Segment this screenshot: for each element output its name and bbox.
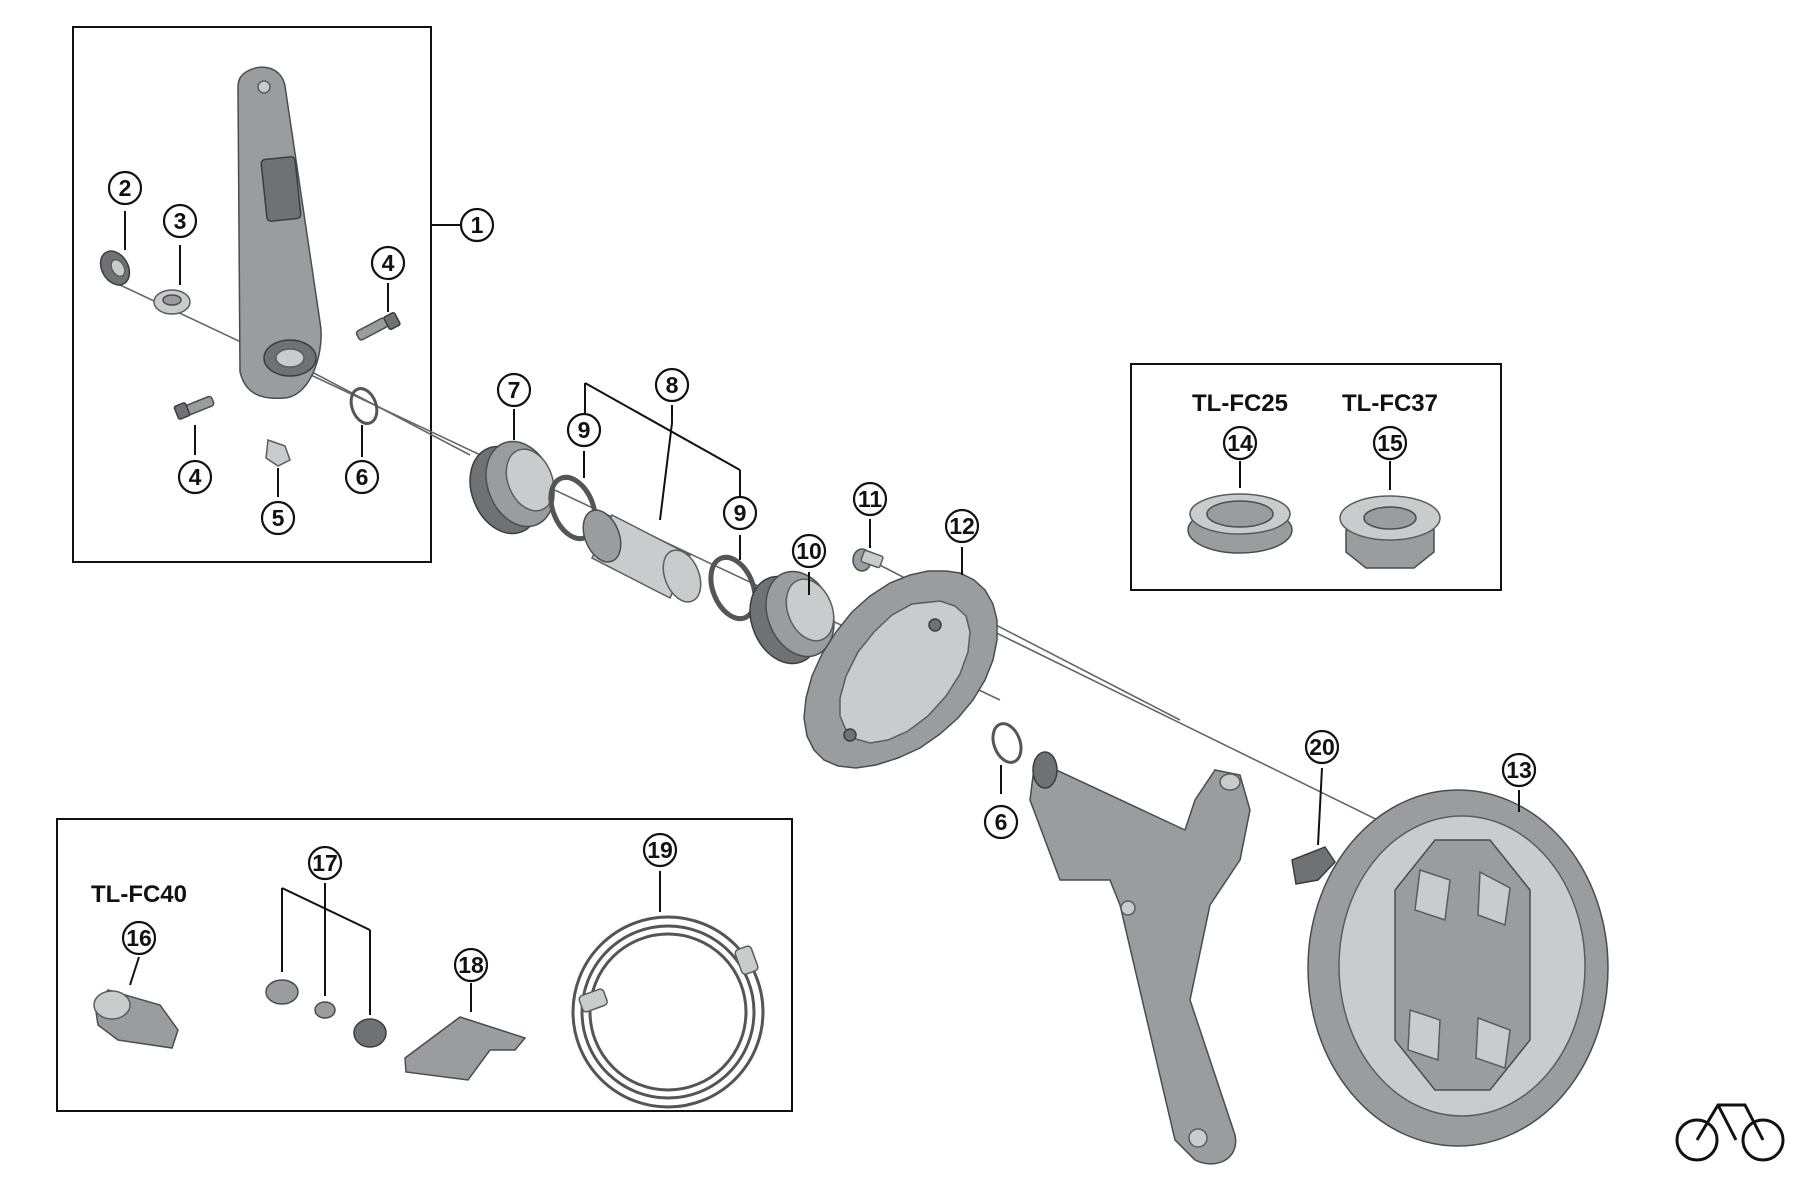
svg-text:2: 2 [119,175,132,201]
usb-cable-part [571,915,765,1109]
svg-text:17: 17 [312,850,338,876]
callout-10: 10 [791,533,827,569]
left-crank-kit-frame [72,26,432,563]
crank-cap-part [99,250,131,286]
svg-text:15: 15 [1377,430,1403,456]
chainring-bolt-part [852,548,884,572]
callout-8: 8 [654,367,690,403]
svg-text:20: 20 [1309,734,1335,760]
tool-tl-fc40-part [93,989,179,1049]
leader-16 [129,956,140,986]
callout-5: 5 [260,500,296,536]
locknut-part [153,289,191,315]
left-adapter-cup-part [469,440,555,535]
left-crank-arm-part [237,66,322,400]
callout-2: 2 [107,170,143,206]
tool-label-tl-fc40: TL-FC40 [91,881,187,908]
svg-text:6: 6 [356,464,369,490]
leader-17 [281,883,371,1015]
callout-3: 3 [162,203,198,239]
right-adapter-cup-part [749,570,835,665]
callout-14: 14 [1222,425,1258,461]
callout-4-upper: 4 [370,245,406,281]
callout-16: 16 [121,920,157,956]
tool-frame-right [1130,363,1502,591]
callout-13: 13 [1501,752,1537,788]
svg-text:8: 8 [666,372,679,398]
callout-17: 17 [307,845,343,881]
tool-label-tl-fc25: TL-FC25 [1192,390,1288,417]
tool-tl-fc25-part [1187,493,1293,554]
callout-15: 15 [1372,425,1408,461]
callout-6-right: 6 [983,804,1019,840]
callout-19: 19 [642,832,678,868]
o-ring-left-part [349,387,379,425]
crank-bolt-lower-part [173,395,215,420]
battery-part [314,1001,336,1019]
svg-text:10: 10 [796,538,822,564]
callout-12: 12 [944,508,980,544]
battery-cover-part [265,979,299,1005]
outer-chainring-part [1307,789,1609,1147]
bracket-plate-part [404,1016,527,1081]
callout-9-left: 9 [566,412,602,448]
svg-text:11: 11 [858,486,883,512]
callout-4-lower: 4 [177,459,213,495]
spacer-ring-right-part [708,554,758,622]
svg-text:3: 3 [174,208,187,234]
tool-frame-bottom [56,818,793,1112]
svg-text:4: 4 [382,250,395,276]
svg-text:16: 16 [126,925,152,951]
bicycle-icon [1675,1103,1785,1162]
inner-cover-sleeve-part [582,509,702,603]
callout-9-right: 9 [722,495,758,531]
o-ring-right-part [991,722,1023,764]
svg-text:14: 14 [1227,430,1253,456]
leader-8 [584,382,741,521]
callout-1: 1 [459,207,495,243]
sensor-cover-part [1291,846,1336,885]
svg-text:5: 5 [272,505,285,531]
svg-text:6: 6 [995,809,1008,835]
callout-6-left: 6 [344,459,380,495]
inner-chainring-part [803,570,998,769]
svg-text:4: 4 [189,464,202,490]
callout-18: 18 [453,947,489,983]
svg-text:9: 9 [734,500,747,526]
svg-text:13: 13 [1506,757,1532,783]
svg-text:7: 7 [508,377,521,403]
battery-seal-part [353,1018,387,1048]
tool-tl-fc37-part [1339,495,1441,569]
right-crank-arm-part [1029,751,1251,1165]
svg-text:1: 1 [471,212,484,238]
callout-20: 20 [1304,729,1340,765]
svg-text:19: 19 [647,837,673,863]
callout-7: 7 [496,372,532,408]
crank-bolt-upper-part [355,311,401,341]
svg-text:9: 9 [578,417,591,443]
leader-20 [1317,767,1323,846]
tool-label-tl-fc37: TL-FC37 [1342,390,1438,417]
callout-11: 11 [852,481,888,517]
svg-text:12: 12 [949,513,975,539]
stopper-plate-part [265,438,291,467]
svg-text:18: 18 [458,952,484,978]
